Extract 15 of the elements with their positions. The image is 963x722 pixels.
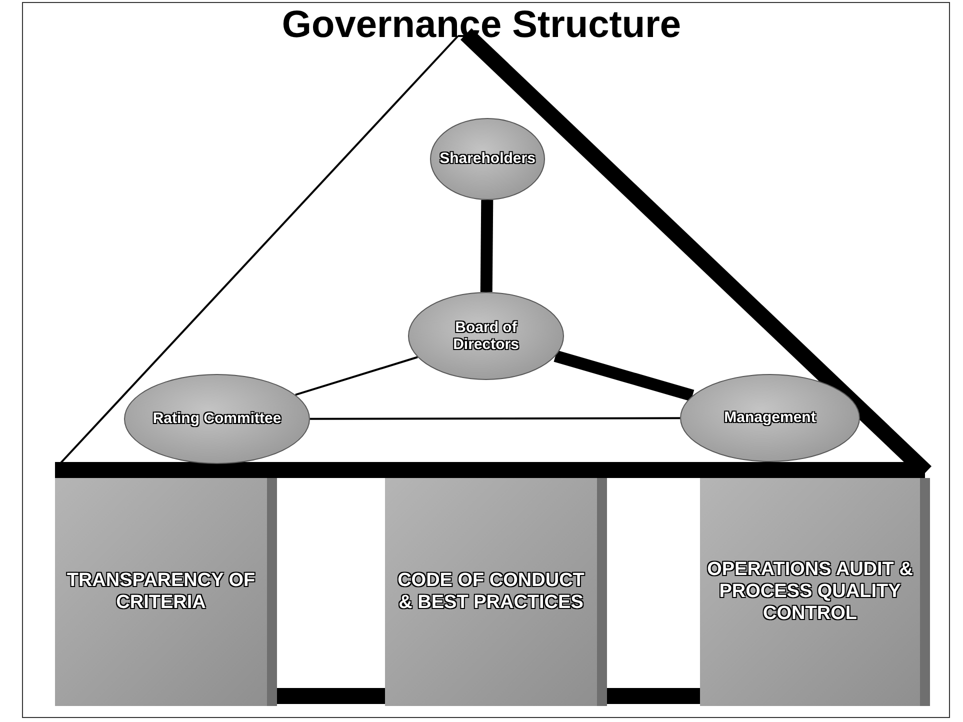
node-label: CODE OF CONDUCT & BEST PRACTICES (396, 570, 586, 614)
connector-line (310, 417, 680, 420)
pillar-block (55, 478, 277, 706)
node-label: Management (723, 409, 817, 427)
pillar-block (385, 478, 607, 706)
node-label: OPERATIONS AUDIT & PROCESS QUALITY CONTROL (706, 559, 914, 625)
diagram-title: Governance Structure (280, 4, 682, 47)
node-label: TRANSPARENCY OF CRITERIA (66, 570, 256, 614)
node-label: Board of Directors (452, 318, 520, 354)
connector-line (480, 200, 494, 292)
connector-line (554, 350, 694, 402)
pillar-block (700, 478, 930, 706)
node-label: Rating Committee (152, 410, 282, 428)
connector-line (295, 356, 418, 396)
node-label: Shareholders (438, 150, 536, 168)
